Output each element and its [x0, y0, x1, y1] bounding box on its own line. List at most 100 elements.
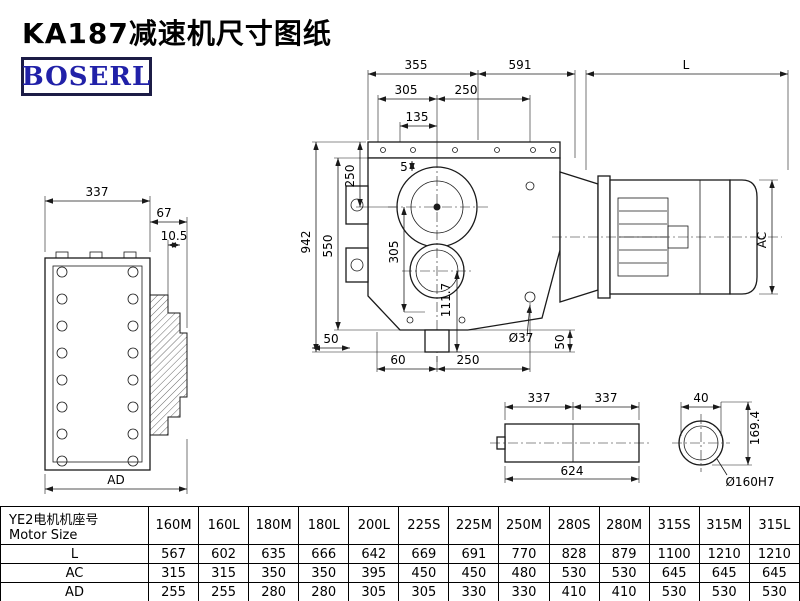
cell-AD-12: 530	[748, 582, 800, 601]
cell-AC-11: 645	[698, 563, 750, 583]
col-header-160L: 160L	[198, 506, 250, 545]
dim-phi160H7: Ø160H7	[716, 458, 775, 489]
cell-L-11: 1210	[698, 544, 750, 564]
col-header-160M: 160M	[147, 506, 200, 545]
dim-250-top: 250	[437, 83, 531, 142]
cell-AD-2: 280	[248, 582, 300, 601]
cell-AC-6: 450	[448, 563, 500, 583]
dim-305-vert: 305	[387, 207, 425, 313]
cell-AC-4: 395	[348, 563, 400, 583]
col-header-315S: 315S	[648, 506, 700, 545]
dim-label: 305	[395, 83, 418, 97]
dim-label: 50	[323, 332, 338, 346]
dim-label: AD	[107, 473, 124, 487]
dim-40: 40	[680, 391, 722, 436]
dim-label: 10.5	[161, 229, 188, 243]
row-label-AD: AD	[0, 582, 149, 601]
cell-AD-1: 255	[198, 582, 250, 601]
cell-L-3: 666	[298, 544, 350, 564]
dim-label: L	[683, 58, 690, 72]
dim-250-left: 250	[343, 142, 396, 208]
cell-AD-6: 330	[448, 582, 500, 601]
dim-label: 250	[343, 165, 357, 188]
dim-phi37: Ø37	[509, 304, 534, 345]
table-row-AC: AC 315 315 350 350 395 450 450 480 530 5…	[0, 563, 800, 583]
dim-label: 5	[400, 160, 408, 174]
cell-AC-7: 480	[498, 563, 550, 583]
cell-AD-3: 280	[298, 582, 350, 601]
cell-L-6: 691	[448, 544, 500, 564]
dim-label: 550	[321, 235, 335, 258]
dim-label: 67	[156, 206, 171, 220]
output-shaft-stub	[424, 329, 450, 353]
shaft-end-view: 40 169.4 Ø160H7	[672, 391, 775, 489]
dim-label: AC	[755, 232, 769, 248]
dim-591: 591	[478, 58, 576, 158]
col-header-315L: 315L	[748, 506, 800, 545]
bolt-holes	[56, 266, 139, 467]
cell-AC-3: 350	[298, 563, 350, 583]
dim-label: 305	[387, 241, 401, 264]
cell-L-2: 635	[248, 544, 300, 564]
dim-label: 250	[455, 83, 478, 97]
dim-5: 5	[400, 160, 415, 174]
dim-942: 942	[299, 141, 425, 353]
table-row-AD: AD 255 255 280 280 305 305 330 330 410 4…	[0, 582, 800, 601]
dim-AC: AC	[755, 179, 778, 295]
dim-337-b: 337	[573, 391, 639, 410]
header-line-en: Motor Size	[9, 527, 78, 543]
dim-label: 111.7	[439, 283, 453, 317]
cell-L-1: 602	[198, 544, 250, 564]
dim-50-bottom-left: 50	[312, 332, 350, 351]
cell-AD-10: 530	[648, 582, 700, 601]
dim-50-right: 50	[449, 329, 575, 353]
cell-L-10: 1100	[648, 544, 700, 564]
dimension-table: YE2电机机座号 Motor Size 160M 160L 180M 180L …	[0, 506, 800, 601]
cell-AD-8: 410	[548, 582, 600, 601]
cell-L-5: 669	[398, 544, 450, 564]
cell-AC-1: 315	[198, 563, 250, 583]
dim-label: 60	[390, 353, 405, 367]
dim-169-4: 169.4	[712, 401, 762, 466]
dim-label: Ø37	[509, 331, 534, 345]
flange-body	[44, 257, 151, 471]
col-header-280S: 280S	[548, 506, 600, 545]
dim-label: 169.4	[748, 411, 762, 445]
fan-cover	[729, 179, 758, 295]
dim-67: 67	[150, 206, 188, 328]
cell-AC-2: 350	[248, 563, 300, 583]
dim-label: 591	[509, 58, 532, 72]
dim-label: 337	[595, 391, 618, 405]
dim-135: 135	[399, 110, 437, 142]
row-label-AC: AC	[0, 563, 149, 583]
dim-label: 337	[528, 391, 551, 405]
gearbox-side-view: 355 591 305 250 135	[299, 58, 576, 372]
shaft-hub-section	[149, 294, 188, 436]
dim-AD: AD	[44, 439, 188, 494]
cell-AC-0: 315	[147, 563, 200, 583]
col-header-225S: 225S	[398, 506, 450, 545]
cell-AC-9: 530	[598, 563, 650, 583]
cell-L-4: 642	[348, 544, 400, 564]
dim-L: L	[585, 58, 789, 170]
dim-10-5: 10.5	[161, 229, 188, 308]
col-header-225M: 225M	[448, 506, 500, 545]
dim-label: 135	[406, 110, 429, 124]
dim-label: 40	[693, 391, 708, 405]
dim-355: 355	[367, 58, 479, 140]
shaft-side-view: 337 337 624	[490, 391, 652, 483]
dim-label: 337	[86, 185, 109, 199]
motor-side-view: L AC	[552, 58, 789, 303]
logo-text: BOSERL	[21, 61, 152, 92]
dim-label: Ø160H7	[725, 475, 774, 489]
cell-AC-8: 530	[548, 563, 600, 583]
col-header-280M: 280M	[598, 506, 650, 545]
cell-AC-12: 645	[748, 563, 800, 583]
dim-337-a: 337	[504, 391, 640, 420]
col-header-250M: 250M	[498, 506, 550, 545]
dim-label: 355	[405, 58, 428, 72]
top-flange	[367, 141, 561, 159]
technical-drawing: 337 67 10.5 AD	[44, 58, 789, 494]
dim-305-top: 305	[377, 83, 438, 158]
cell-L-8: 828	[548, 544, 600, 564]
